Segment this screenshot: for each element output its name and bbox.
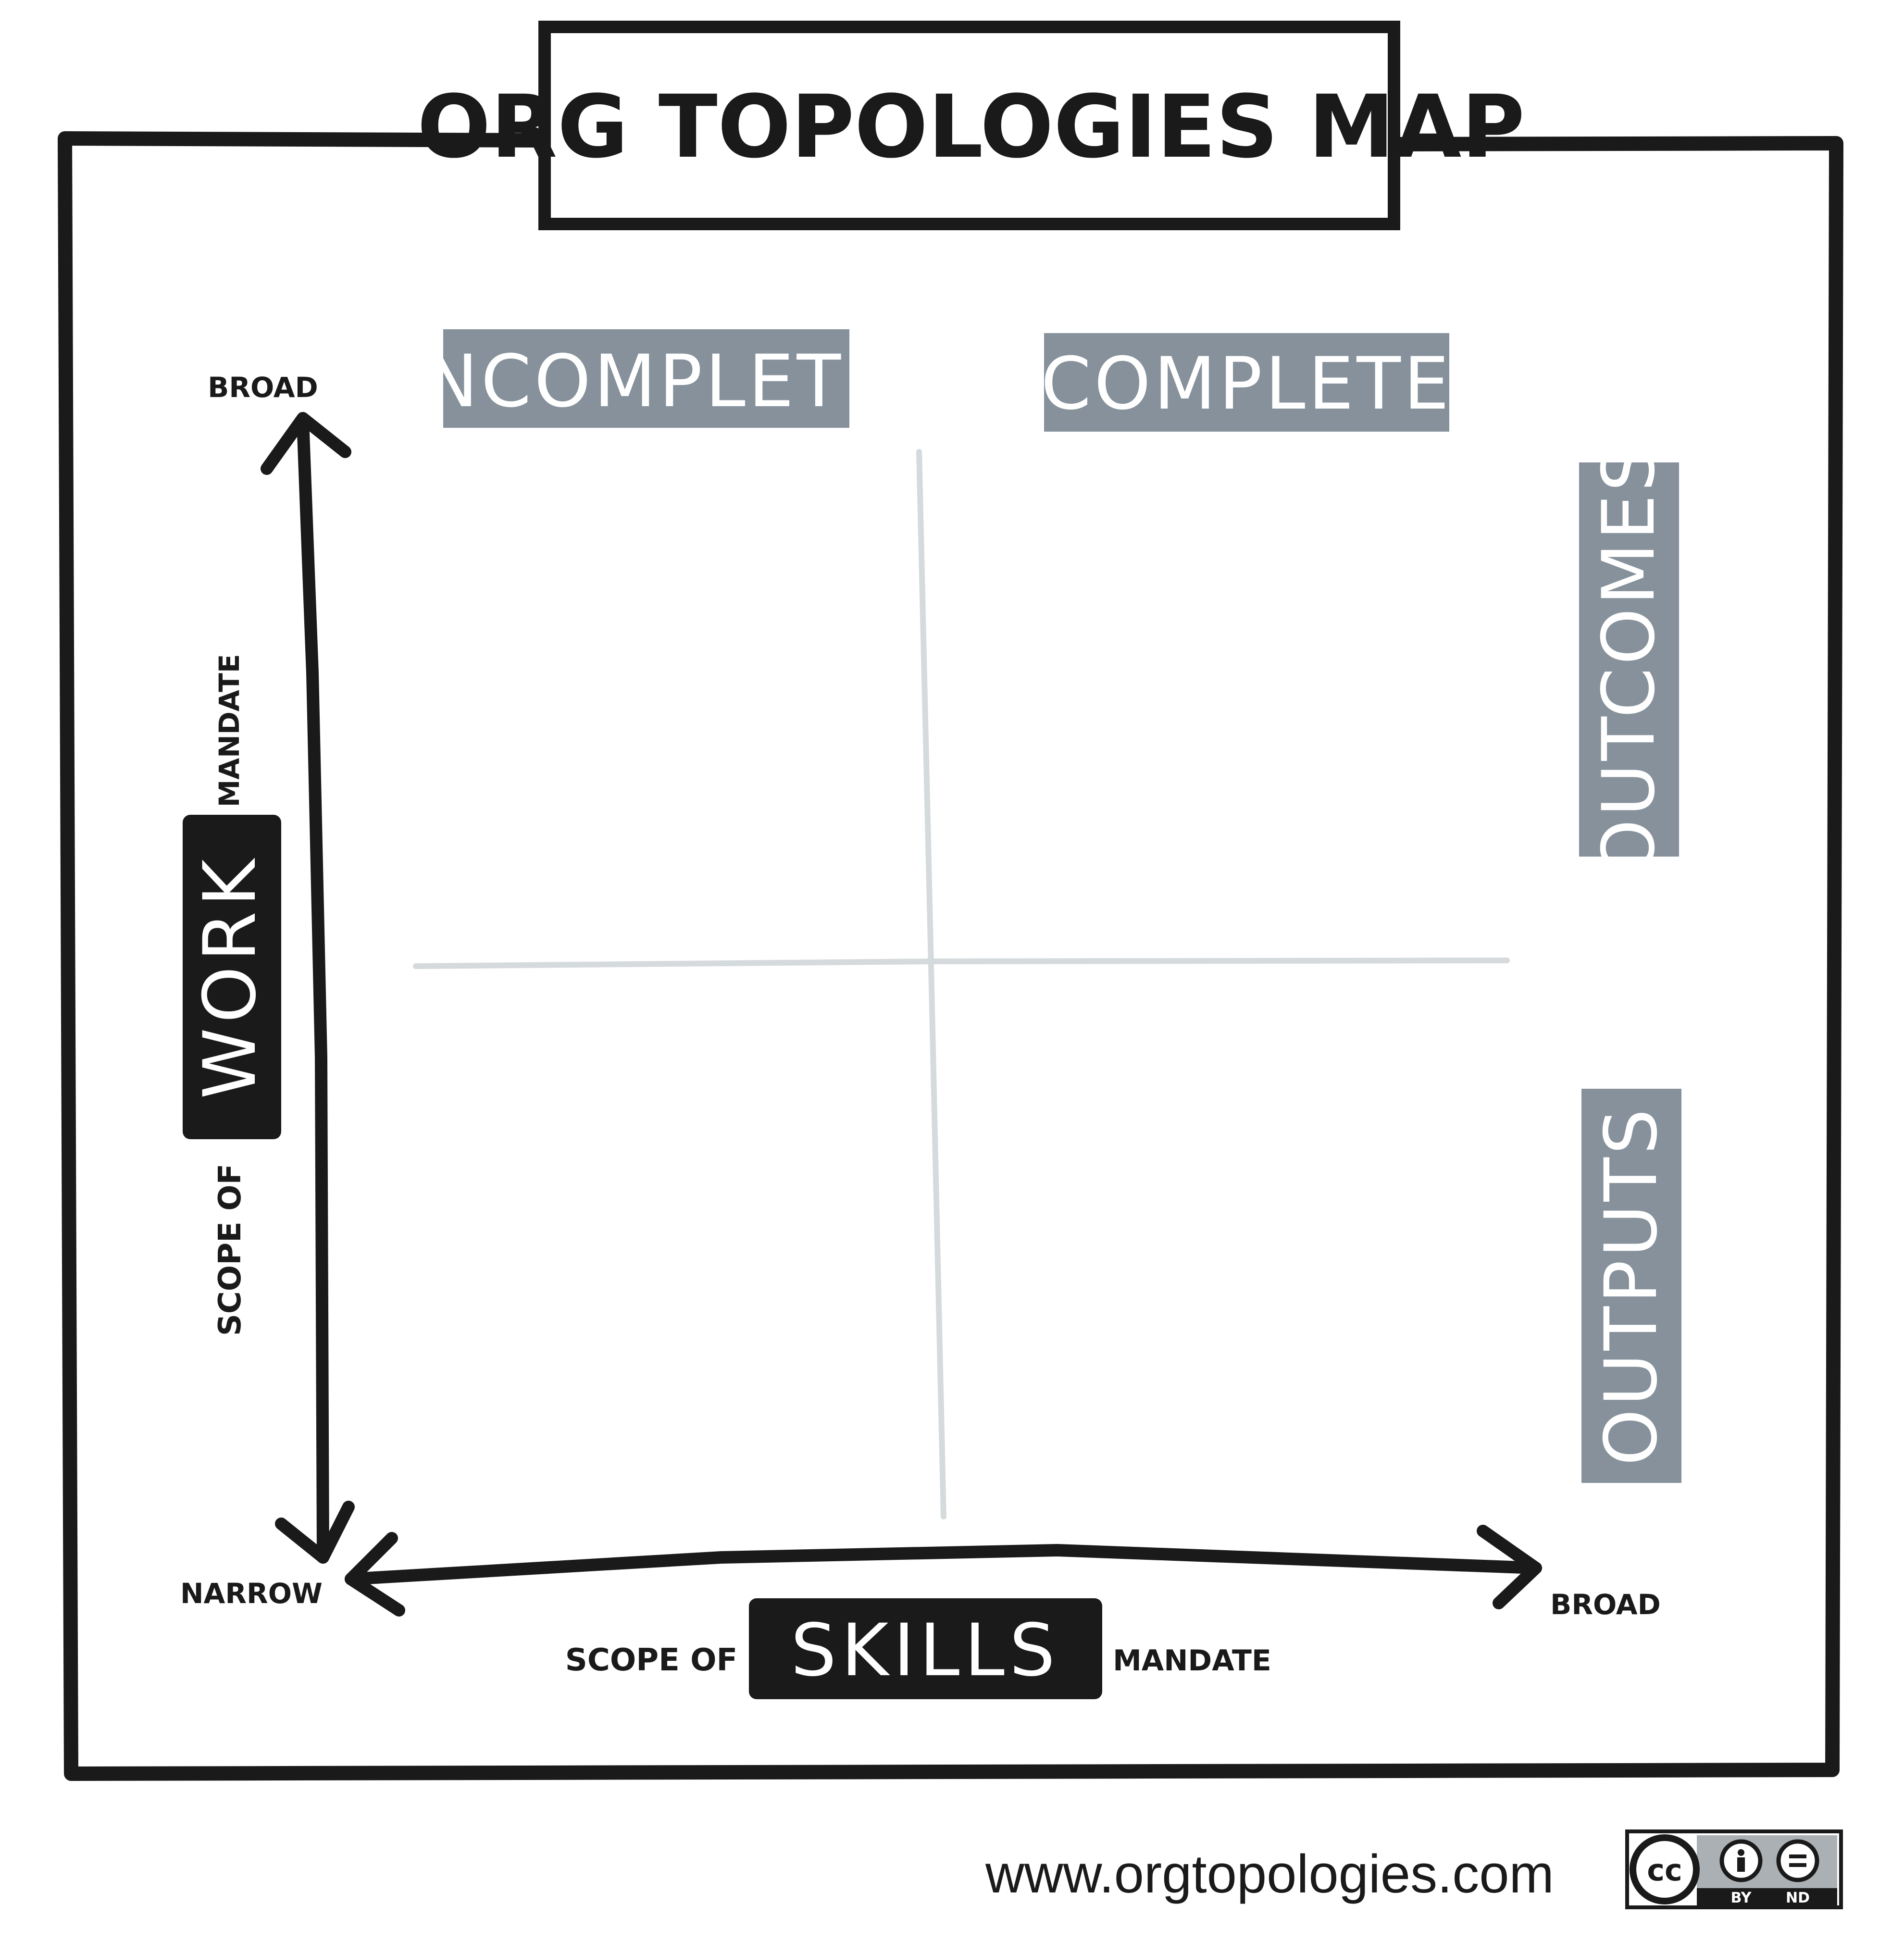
tag-outcomes-bg	[1579, 462, 1679, 857]
y-axis-bottom-arrowhead	[275, 1501, 355, 1564]
row-label-outputs: OUTPUTS	[1590, 1106, 1673, 1466]
attribution-icon-body	[1737, 1857, 1745, 1872]
y-axis-suffix: MANDATE	[213, 654, 246, 808]
title-box	[538, 21, 1400, 230]
attribution-icon-head	[1738, 1849, 1744, 1856]
x-axis-left-arrowhead	[345, 1532, 405, 1617]
x-axis-keyword-bg	[749, 1598, 1102, 1699]
tag-outputs-bg	[1581, 1089, 1681, 1483]
no-derivatives-bar-bottom	[1789, 1863, 1806, 1867]
x-axis-keyword: SKILLS	[791, 1609, 1060, 1692]
outer-frame	[58, 131, 1843, 1781]
cc-by-label: BY	[1731, 1890, 1752, 1906]
y-axis-keyword-bg	[183, 815, 281, 1139]
y-axis-top-label: BROAD	[208, 371, 318, 404]
map-title: ORG TOPOLOGIES MAP	[417, 77, 1525, 177]
grid-vertical-line	[916, 449, 946, 1519]
x-axis-right-label: BROAD	[1550, 1588, 1661, 1621]
tag-incomplete-bg	[443, 329, 849, 428]
y-axis-keyword: WORK	[188, 855, 272, 1099]
y-axis-top-arrowhead	[261, 412, 351, 475]
x-axis-line	[345, 1543, 1542, 1585]
footer-url: www.orgtopologies.com	[985, 1844, 1554, 1904]
cc-nd-label: ND	[1786, 1890, 1810, 1906]
cc-badge-strip	[1697, 1888, 1837, 1905]
cc-icon-text: cc	[1647, 1853, 1682, 1888]
y-axis-bottom-label: NARROW	[180, 1577, 323, 1610]
x-axis-suffix: MANDATE	[1113, 1644, 1271, 1678]
no-derivatives-bar-top	[1789, 1854, 1806, 1858]
no-derivatives-icon	[1776, 1839, 1819, 1882]
tag-complete-bg	[1044, 333, 1449, 432]
column-label-complete: COMPLETE	[1041, 342, 1452, 426]
cc-license-badge: cc BY ND	[1625, 1829, 1843, 1909]
row-label-outcomes: OUTCOMES	[1587, 443, 1671, 876]
y-axis-line	[297, 414, 329, 1564]
x-axis-prefix: SCOPE OF	[565, 1642, 738, 1678]
grid-horizontal-line	[413, 958, 1510, 969]
column-label-incomplete: INCOMPLETE	[400, 340, 892, 423]
x-axis-right-arrowhead	[1477, 1525, 1542, 1609]
y-axis-prefix: SCOPE OF	[212, 1164, 248, 1336]
cc-icon	[1630, 1834, 1700, 1904]
